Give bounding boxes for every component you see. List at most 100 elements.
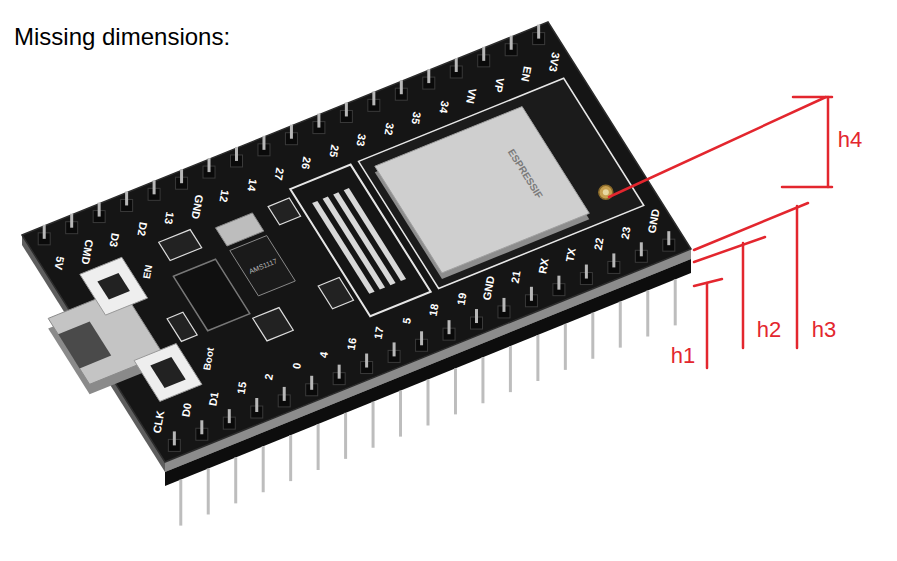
pin-tip (317, 114, 320, 128)
silkscreen-label: Boot (202, 347, 216, 371)
pin-label: CMD (79, 238, 94, 265)
header-pin (203, 158, 215, 178)
button-cap (97, 273, 129, 300)
pad (333, 192, 395, 285)
pin-label: VP (492, 77, 505, 93)
pad (344, 188, 406, 281)
pin-tip (510, 36, 513, 50)
pin-leg (262, 446, 265, 492)
pin-tip (475, 309, 478, 323)
dimension-line (782, 186, 832, 189)
dimension-line (742, 243, 745, 348)
pin-label: 34 (437, 100, 450, 114)
pin-label: GND (189, 194, 204, 220)
pin-label: 23 (620, 226, 633, 240)
header-pin (306, 376, 318, 470)
pin-tip (640, 242, 643, 256)
header-pin (580, 265, 592, 359)
pin-tip (502, 298, 505, 312)
header-pin (553, 276, 565, 370)
pin-label: 26 (300, 156, 313, 170)
pin-label: 25 (327, 144, 340, 158)
pin-label: 18 (428, 303, 441, 317)
dimension-label: h1 (671, 345, 695, 367)
header-pin (423, 69, 435, 89)
header-pin (388, 342, 400, 436)
pin-leg (509, 346, 512, 392)
silkscreen-label: EN (142, 265, 154, 280)
header-pin (608, 253, 620, 347)
pin-leg (399, 391, 402, 437)
pin-label: 13 (163, 211, 176, 225)
header-pin (251, 398, 263, 492)
pin-label: GND (481, 275, 496, 301)
smd-part (318, 278, 353, 309)
pin-tip (400, 80, 403, 94)
pin-tip (393, 342, 396, 356)
pin-leg (564, 324, 567, 370)
pin-tip (455, 58, 458, 72)
header-pin (450, 58, 462, 78)
pin-tip (557, 276, 560, 290)
dimension-label: h3 (812, 319, 836, 341)
pin-leg (234, 457, 237, 503)
smd-part (167, 312, 197, 341)
pin-label: VN (465, 87, 478, 104)
header-pin (176, 169, 188, 189)
board-parts (38, 25, 675, 526)
pin-tip (482, 47, 485, 61)
pin-tip (338, 365, 341, 379)
pin-leg (674, 279, 677, 325)
header-pin (663, 231, 675, 325)
pin-label: 4 (318, 351, 330, 359)
pin-label: D2 (135, 221, 148, 237)
pin-label: 27 (273, 167, 286, 181)
button-base (134, 344, 202, 402)
pin-label: 19 (455, 292, 468, 306)
module-logo: ESPRESSIF (506, 147, 544, 200)
pin-label: 15 (235, 381, 248, 395)
pin-tip (255, 398, 258, 412)
header-pin (443, 320, 455, 414)
pin-tip (372, 91, 375, 105)
pad-outline (290, 165, 431, 317)
header-pin (340, 102, 352, 122)
pin-tip (537, 25, 540, 39)
pin-tip (173, 431, 176, 445)
regulator (230, 236, 295, 296)
dimension-label: h4 (838, 129, 862, 151)
pin-tip (345, 102, 348, 116)
pin-leg (619, 302, 622, 348)
header-pin (230, 147, 242, 167)
pin-label: 33 (355, 133, 368, 147)
header-pin (313, 114, 325, 134)
pin-leg (372, 402, 375, 448)
header-pin (533, 25, 545, 45)
dimension-line (796, 206, 799, 348)
board-side (22, 235, 165, 472)
header-pin (478, 47, 490, 67)
dimension-line (706, 283, 709, 368)
pin-leg (317, 424, 320, 470)
dimension-line (793, 96, 832, 99)
dimension-label: h2 (757, 319, 781, 341)
pin-leg (427, 380, 430, 426)
pin-tip (290, 125, 293, 139)
pin-label: EN (519, 65, 532, 82)
pin-tip (228, 409, 231, 423)
header-pin (196, 420, 208, 514)
pin-tip (365, 354, 368, 368)
header-pin (361, 354, 373, 448)
pin-label: 5V (53, 255, 66, 270)
pin-label: D0 (180, 403, 193, 419)
pin-leg (289, 435, 292, 481)
pin-label: 21 (510, 270, 523, 284)
pin-label: D1 (208, 391, 221, 407)
smd-part (268, 198, 301, 225)
pin-label: 2 (263, 373, 275, 381)
header-pin (333, 365, 345, 459)
header-pin (368, 91, 380, 111)
pin-leg (179, 480, 182, 526)
